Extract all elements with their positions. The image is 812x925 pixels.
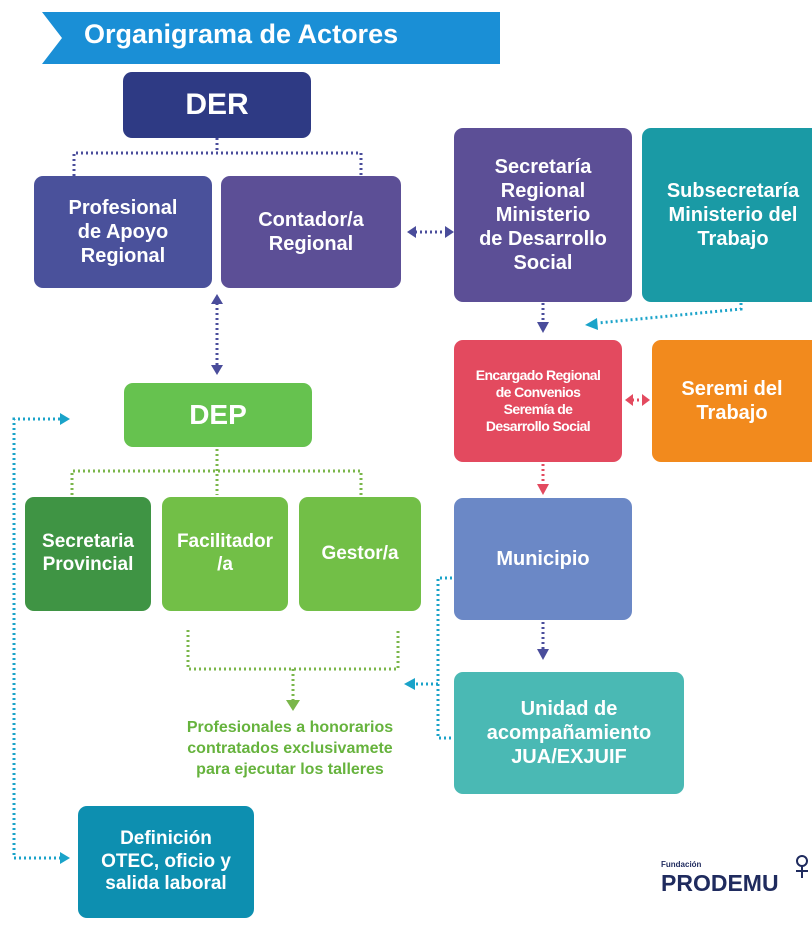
- prodemu-logo: Fundación PRODEMU: [661, 855, 812, 925]
- node-definicion-otec: Definición OTEC, oficio y salida laboral: [78, 806, 254, 918]
- node-der: DER: [123, 72, 311, 138]
- node-subsecretaria: Subsecretaría Ministerio del Trabajo: [642, 128, 812, 302]
- node-gestor: Gestor/a: [299, 497, 421, 611]
- diagram-title: Organigrama de Actores: [84, 18, 399, 49]
- arrowhead-down-3: [537, 484, 549, 495]
- node-unidad-acompanamiento: Unidad de acompañamiento JUA/EXJUIF: [454, 672, 684, 794]
- node-municipio: Municipio: [454, 498, 632, 620]
- node-secretaria-regional: Secretaría Regional Ministerio de Desarr…: [454, 128, 632, 302]
- arrowhead-up: [211, 294, 223, 304]
- arrowhead-right: [445, 226, 454, 238]
- node-profesional-apoyo-regional: Profesional de Apoyo Regional: [34, 176, 212, 288]
- note-profesionales-honorarios: Profesionales a honorarios contratados e…: [186, 719, 394, 778]
- connector-dep-definicion: [12, 417, 60, 860]
- node-facilitador: Facilitador /a: [162, 497, 288, 611]
- arrowhead-right-3: [642, 394, 650, 406]
- logo-figure-icon: [796, 855, 808, 878]
- connector-dep-to-staff: [70, 469, 363, 495]
- arrowhead-down-5: [537, 649, 549, 660]
- arrowhead-down: [211, 365, 223, 375]
- arrowhead-left-4: [404, 678, 415, 690]
- arrowhead-left-3: [625, 394, 633, 406]
- connector-subsecretaria-encargado: [597, 303, 743, 325]
- arrowhead-left: [407, 226, 416, 238]
- title-banner: [42, 12, 500, 64]
- connector-staff-to-note: [186, 630, 400, 671]
- node-encargado-regional: Encargado Regional de Convenios Seremía …: [454, 340, 622, 462]
- node-dep: DEP: [124, 383, 312, 447]
- connector-municipio-unidad-note: [436, 576, 452, 740]
- arrowhead-down-4: [286, 700, 300, 711]
- node-contador-regional: Contador/a Regional: [221, 176, 401, 288]
- arrowhead-down-2: [537, 322, 549, 333]
- arrowhead-right-6: [60, 852, 70, 864]
- arrowhead-right-5: [60, 413, 70, 425]
- connector-der-to-staff: [72, 151, 363, 176]
- logo-main-text: PRODEMU: [661, 870, 779, 896]
- logo-small-text: Fundación: [661, 860, 702, 869]
- node-secretaria-provincial: Secretaria Provincial: [25, 497, 151, 611]
- arrowhead-left-2: [585, 318, 598, 330]
- node-seremi-trabajo: Seremi del Trabajo: [652, 340, 812, 462]
